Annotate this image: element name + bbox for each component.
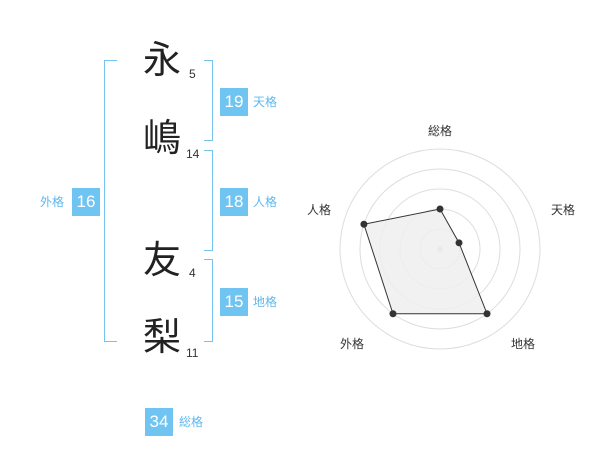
radar-point-1 (455, 239, 463, 247)
name-char-3: 友 (143, 238, 182, 282)
gaikaku-label: 外格 (40, 195, 65, 209)
radar-label-chikaku: 地格 (511, 337, 536, 351)
stroke-count-3: 4 (189, 266, 196, 280)
radar-label-tenkaku: 天格 (551, 203, 576, 217)
chikaku-value: 15 (220, 288, 248, 316)
name-char-2: 嶋 (143, 116, 182, 160)
radar-point-2 (483, 310, 491, 318)
stroke-count-2: 14 (186, 147, 200, 161)
radar-grid-ring (359, 168, 521, 330)
tenkaku-value: 19 (220, 88, 248, 116)
radar-point-4 (360, 220, 368, 228)
soukaku-label: 総格 (179, 415, 204, 429)
jinkaku-value: 18 (220, 188, 248, 216)
soukaku-value: 34 (145, 408, 173, 436)
gaikaku-value: 16 (72, 188, 100, 216)
name-char-1: 永 (143, 38, 182, 82)
stroke-count-1: 5 (189, 67, 196, 81)
tenkaku-label: 天格 (253, 95, 278, 109)
jinkaku-bracket (204, 150, 213, 251)
radar-grid-ring (339, 148, 541, 350)
radar-point-3 (389, 310, 397, 318)
radar-label-jinkaku: 人格 (307, 203, 332, 217)
chikaku-bracket (204, 259, 213, 342)
chikaku-label: 地格 (253, 295, 278, 309)
jinkaku-label: 人格 (253, 195, 278, 209)
name-char-4: 梨 (143, 315, 182, 359)
radar-label-gaikaku: 外格 (340, 337, 365, 351)
radar-point-0 (436, 205, 444, 213)
radar-label-soukaku: 総格 (428, 124, 453, 138)
stroke-count-4: 11 (186, 346, 199, 360)
tenkaku-bracket (204, 60, 213, 141)
radar-value-polygon (363, 208, 488, 315)
gaikaku-bracket (104, 60, 117, 342)
